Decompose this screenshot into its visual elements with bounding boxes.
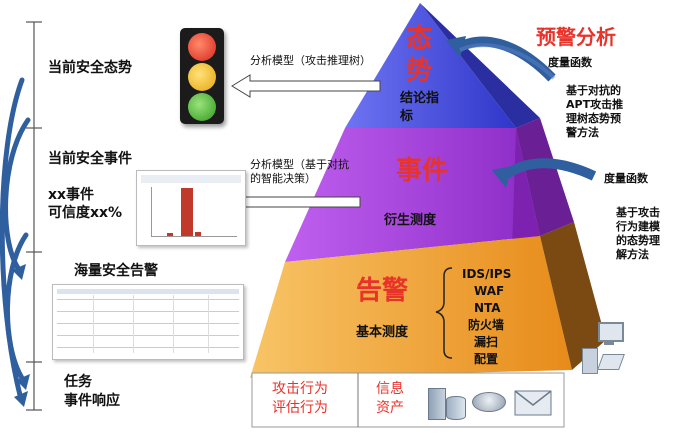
- label-task-response: 事件响应: [64, 393, 120, 409]
- method-1-line1: 基于对抗的: [566, 84, 621, 97]
- pyramid-top-sub: 结论指标: [400, 91, 440, 124]
- analysis-model-top: 分析模型（攻击推理树）: [250, 54, 371, 67]
- source-vuln-scan: 漏扫: [474, 335, 499, 349]
- label-event-confidence: 可信度xx%: [48, 205, 123, 221]
- computer-network-icon: [580, 318, 625, 378]
- label-alert: 海量安全告警: [74, 263, 158, 279]
- info-asset-label-2: 资产: [376, 400, 404, 416]
- event-chart-thumbnail: [136, 170, 246, 246]
- label-event-count: xx事件: [48, 187, 95, 203]
- pyramid-bottom-layer: [250, 236, 572, 378]
- pyramid-mid-title: 事件: [396, 156, 449, 186]
- method-2-line1: 基于攻击: [616, 206, 660, 219]
- method-2-line4: 解方法: [616, 248, 649, 261]
- label-current-situation: 当前安全态势: [48, 60, 132, 76]
- mail-icon: [514, 390, 552, 416]
- source-ids-ips: IDS/IPS: [462, 267, 512, 281]
- info-asset-label-1: 信息: [376, 381, 404, 397]
- warning-analysis-title: 预警分析: [536, 25, 616, 49]
- analysis-model-mid-line1: 分析模型（基于对抗: [250, 158, 349, 171]
- method-2-line2: 行为建模: [616, 220, 660, 233]
- metric-function-2: 度量函数: [604, 172, 648, 185]
- attack-behavior-label: 攻击行为: [272, 381, 328, 397]
- server-icon: [428, 384, 466, 420]
- method-1-line4: 警方法: [566, 126, 599, 139]
- label-current-event: 当前安全事件: [48, 151, 132, 167]
- metric-function-1: 度量函数: [548, 56, 592, 69]
- evaluate-behavior-label: 评估行为: [272, 400, 328, 416]
- method-1-line2: APT攻击推: [566, 98, 624, 111]
- pyramid-bottom-title: 告警: [356, 276, 409, 306]
- pyramid-mid-layer: [285, 128, 540, 262]
- traffic-light-icon: [180, 28, 224, 124]
- pyramid-bottom-sub: 基本测度: [356, 325, 409, 340]
- pyramid-top-layer: [345, 3, 516, 128]
- source-waf: WAF: [474, 284, 505, 298]
- pyramid-top-title-2: 势: [406, 56, 433, 86]
- method-2-line3: 的态势理: [616, 234, 660, 247]
- source-config: 配置: [474, 352, 499, 366]
- pyramid-mid-sub: 衍生测度: [384, 213, 437, 228]
- source-nta: NTA: [474, 301, 501, 315]
- alert-table-thumbnail: [52, 284, 244, 360]
- source-firewall: 防火墙: [468, 318, 505, 332]
- analysis-model-mid-line2: 的智能决策）: [250, 172, 316, 185]
- method-1-line3: 理树态势预: [566, 112, 621, 125]
- label-task: 任务: [64, 374, 92, 390]
- pyramid-top-title-1: 态: [406, 24, 433, 54]
- router-icon: [472, 388, 506, 414]
